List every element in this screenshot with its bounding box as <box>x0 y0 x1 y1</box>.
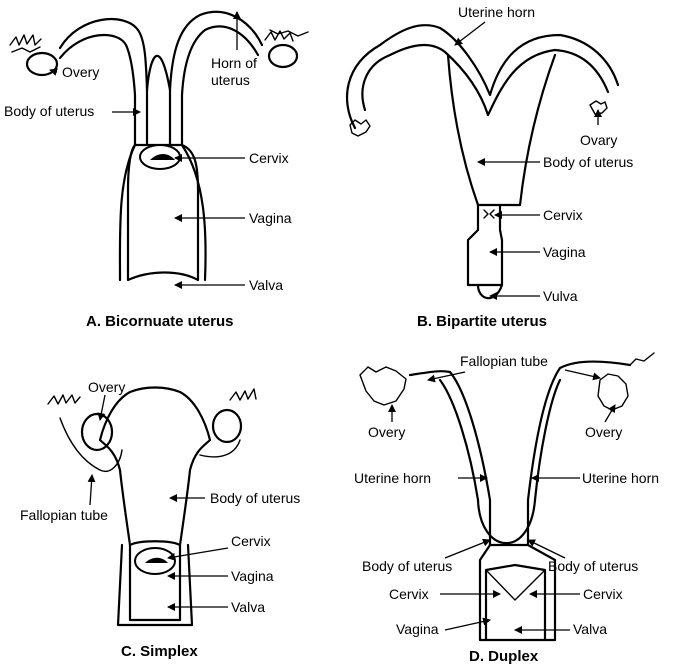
label-d-body-left: Body of uterus <box>362 558 452 574</box>
label-a-ovary: Overy <box>62 64 99 80</box>
label-c-vulva: Valva <box>231 599 265 615</box>
left-ovary-icon <box>25 51 59 77</box>
duplex-septum <box>476 498 537 545</box>
label-b-body: Body of uterus <box>543 154 633 170</box>
cervix-os-icon <box>150 154 175 160</box>
simplex-uterus-outline <box>98 386 212 547</box>
duplex-right-tube <box>526 360 632 547</box>
label-c-tube: Fallopian tube <box>20 507 108 523</box>
bipartite-body <box>446 53 557 207</box>
panel-c-simplex: Overy Fallopian tube Body of uterus Cerv… <box>20 379 300 660</box>
caption-c: C. Simplex <box>121 643 198 660</box>
label-d-horn-left: Uterine horn <box>354 470 431 486</box>
right-fimbriae-icon <box>264 29 309 42</box>
label-d-cervix-right: Cervix <box>583 586 623 602</box>
label-c-vagina: Vagina <box>231 568 274 584</box>
label-a-horn-2: uterus <box>211 72 250 88</box>
label-d-tube: Fallopian tube <box>460 353 548 369</box>
label-b-cervix: Cervix <box>543 207 583 223</box>
right-ovary-icon-c <box>211 408 243 444</box>
left-ovary-icon-c <box>80 412 114 452</box>
label-a-vagina: Vagina <box>249 210 292 226</box>
right-ovary-icon-d <box>597 373 629 411</box>
simplex-vagina-outer <box>116 543 194 627</box>
label-c-ovary: Overy <box>88 379 125 395</box>
label-a-horn-1: Horn of <box>211 55 257 71</box>
simplex-cervix-line <box>128 540 182 547</box>
caption-d: D. Duplex <box>469 648 539 665</box>
cervix-os-icon-c <box>145 557 168 563</box>
right-fimbriae-icon-d <box>629 352 655 366</box>
label-d-cervix-left: Cervix <box>389 586 429 602</box>
bicornuate-uterus-inner <box>58 25 260 147</box>
label-d-vagina: Vagina <box>396 621 439 637</box>
left-tube-icon-c <box>47 394 123 472</box>
right-ovary-icon <box>267 43 299 69</box>
label-b-ovary: Ovary <box>580 132 617 148</box>
left-fimbriae-icon <box>9 34 42 53</box>
label-a-cervix: Cervix <box>249 150 289 166</box>
duplex-body-outline <box>478 543 557 642</box>
duplex-vagina-inner <box>484 563 547 642</box>
label-d-ovary-right: Overy <box>585 424 622 440</box>
panel-b-bipartite: Uterine horn Ovary Body of uterus Cervix… <box>345 4 633 330</box>
cervix-icon-b <box>483 209 495 219</box>
duplex-left-tube <box>408 370 492 547</box>
label-a-vulva: Valva <box>249 277 283 293</box>
panel-a-bicornuate: Overy Horn of uterus Body of uterus Cerv… <box>4 10 309 330</box>
duplex-cervix-lines <box>485 569 546 601</box>
simplex-vagina-inner <box>128 543 182 622</box>
caption-b: B. Bipartite uterus <box>417 313 547 330</box>
label-c-cervix: Cervix <box>231 533 271 549</box>
label-c-body: Body of uterus <box>210 490 300 506</box>
left-ovary-icon-d <box>359 366 407 406</box>
label-d-vulva: Valva <box>573 621 607 637</box>
vagina-left-wall <box>118 143 137 282</box>
vulva-tip <box>476 283 504 300</box>
caption-a: A. Bicornuate uterus <box>86 313 234 330</box>
vagina-right-wall <box>180 143 207 282</box>
right-tube-icon-c <box>199 388 257 458</box>
label-a-body: Body of uterus <box>4 103 94 119</box>
bicornuate-uterus-outline <box>58 10 264 147</box>
label-d-horn-right: Uterine horn <box>582 470 659 486</box>
bipartite-uterus-outline <box>345 24 620 130</box>
label-b-vulva: Vulva <box>543 288 578 304</box>
label-b-horn: Uterine horn <box>458 4 535 20</box>
left-ovary-icon-b <box>349 119 371 137</box>
horn-junction <box>145 54 172 92</box>
label-d-ovary-left: Overy <box>368 424 405 440</box>
label-d-body-right: Body of uterus <box>548 558 638 574</box>
panel-d-duplex: Fallopian tube Overy Overy Uterine horn … <box>354 352 659 665</box>
label-b-vagina: Vagina <box>543 244 586 260</box>
